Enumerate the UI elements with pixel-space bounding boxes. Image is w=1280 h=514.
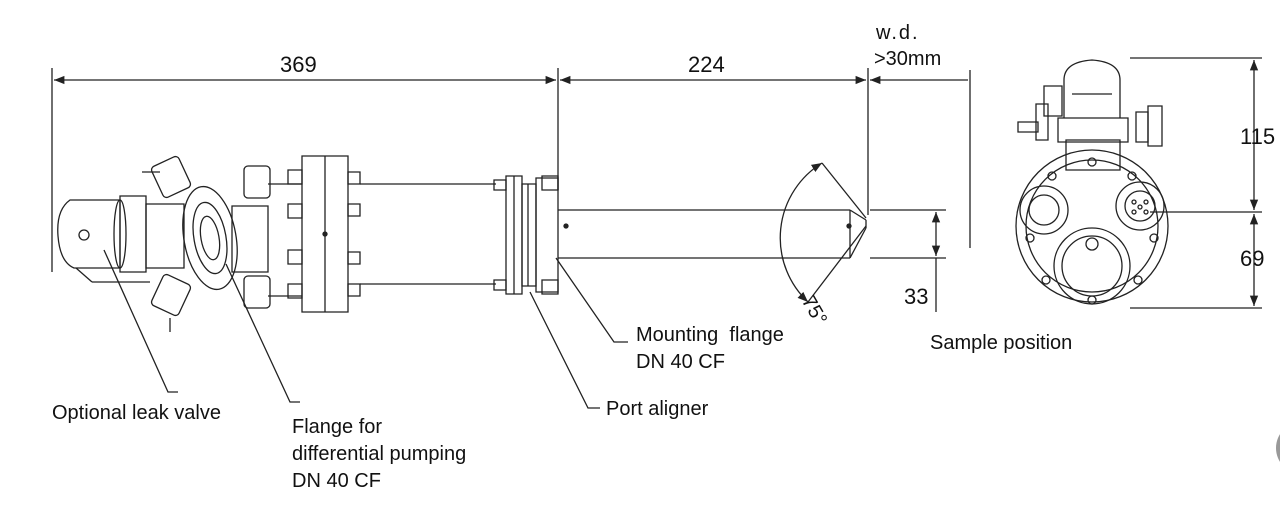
leader-lines <box>104 250 628 408</box>
leak-valve-callout: Optional leak valve <box>52 402 221 424</box>
mounting-flange-callout-line2: DN 40 CF <box>636 351 725 373</box>
overall-length-dimension: 369 <box>280 52 317 77</box>
pumping-flange-shape <box>142 155 270 332</box>
probe-tube-shape <box>558 210 866 258</box>
port-aligner-shape <box>494 176 558 294</box>
pump-flange-callout-line2: differential pumping <box>292 443 467 465</box>
mounting-flange-callout-line1: Mounting flange <box>636 324 784 346</box>
dimension-lines <box>52 58 1262 312</box>
working-distance-label: w.d. <box>876 22 920 44</box>
end-view-assembly <box>1016 60 1168 304</box>
pump-flange-callout-line3: DN 40 CF <box>292 470 381 492</box>
working-distance-value: >30mm <box>874 48 942 70</box>
leak-valve-body <box>58 196 184 282</box>
axis-offset-dimension: 33 <box>904 284 929 309</box>
lower-height-dimension: 69 <box>1240 246 1265 271</box>
pump-flange-callout-line1: Flange for <box>292 416 383 438</box>
tube-length-dimension: 224 <box>688 52 725 77</box>
side-view-assembly <box>58 155 866 408</box>
main-flange-shape <box>288 156 360 312</box>
sample-position-callout: Sample position <box>930 332 1073 354</box>
port-aligner-callout: Port aligner <box>606 398 709 420</box>
edge-circle <box>1276 434 1280 462</box>
upper-height-dimension: 115 <box>1240 124 1276 149</box>
